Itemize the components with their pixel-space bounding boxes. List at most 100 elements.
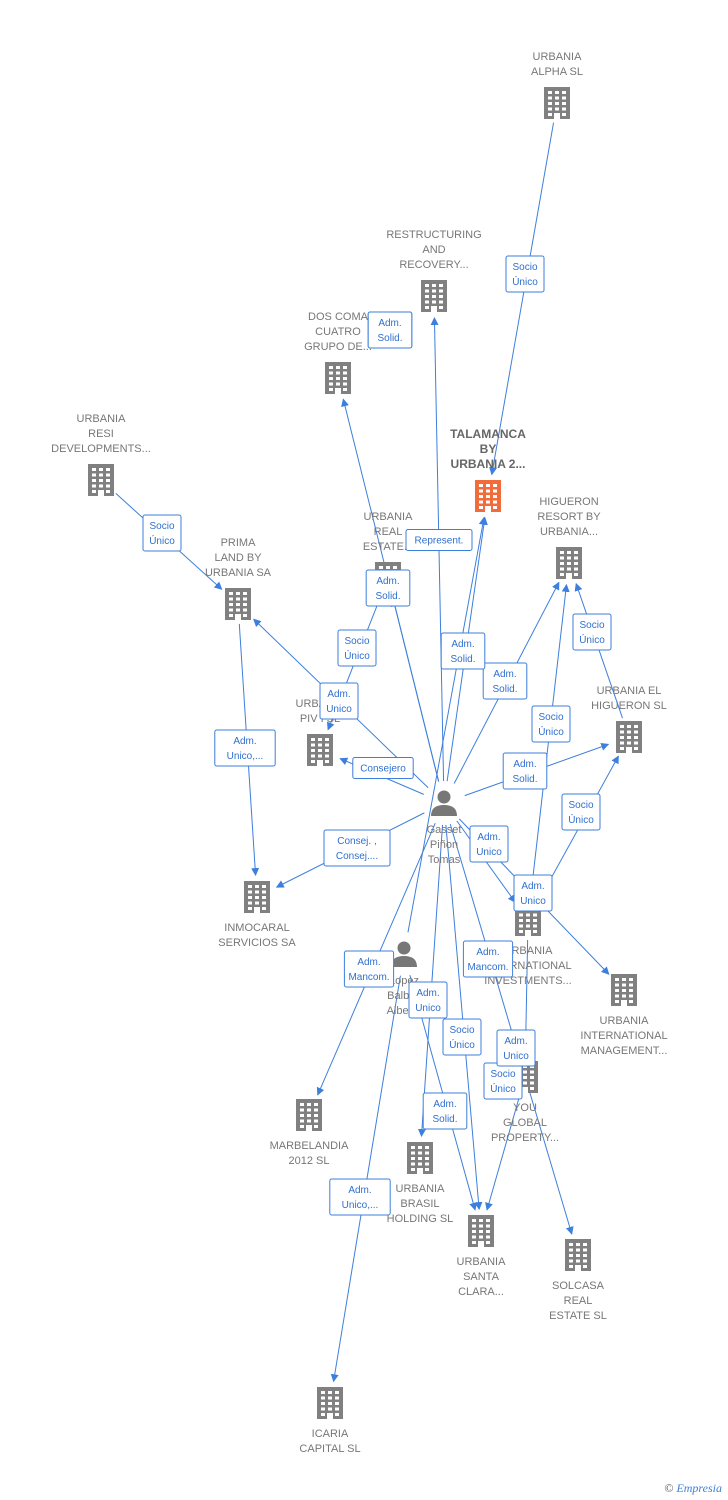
node-label: ESTATE... [363,541,413,553]
building-icon [556,547,582,579]
edge-label[interactable]: Adm.Unico [496,1029,536,1067]
node-santaclara[interactable]: URBANIASANTACLARA... [457,1215,507,1298]
node-label: DEVELOPMENTS... [51,443,151,455]
edge-label-box [408,981,448,1019]
node-label: CUATRO [315,326,361,338]
edge-label-box [505,255,545,293]
edge-label-text: Único [512,275,538,288]
node-label: URBANIA... [540,526,598,538]
building-icon [244,881,270,913]
edge-label[interactable]: Adm.Solid. [422,1092,468,1130]
edge-label-text: Socio [579,620,604,631]
node-restr[interactable]: RESTRUCTURINGANDRECOVERY... [386,229,482,312]
brand-name: Empresia [676,1481,722,1495]
edge-label-text: Solid. [512,774,537,785]
edge-label[interactable]: Consejero [352,757,414,779]
edge-label-text: Adm. [376,576,399,587]
edge-label-text: Unico,... [227,751,264,762]
edge-label-text: Adm. [233,736,256,747]
edge-label[interactable]: Adm.Solid. [367,311,413,349]
edge-label-text: Adm. [416,988,439,999]
node-label: URBANIA [364,511,414,523]
edge-label-text: Adm. [504,1036,527,1047]
edge-label-text: Consej. , [337,836,376,847]
edge-label-box [337,629,377,667]
edge-label[interactable]: Adm.Unico [319,682,359,720]
edge-label[interactable]: Adm.Unico [513,874,553,912]
edge-label[interactable]: Adm. Unico [469,825,509,863]
edge-label[interactable]: Adm.Solid. [365,569,411,607]
node-label: PRIMA [221,537,257,549]
building-icon [88,464,114,496]
node-label: MARBELANDIA [270,1140,350,1152]
edge-label-box [343,950,395,988]
node-label: URBANIA SA [205,567,272,579]
edge-you-to-santaclara [485,1096,520,1211]
building-icon [296,1099,322,1131]
person-icon [391,941,417,967]
edge-label[interactable]: Adm.Mancom. [462,940,514,978]
edge-label[interactable]: Adm.Unico,... [329,1178,391,1216]
node-label: Piñon [430,839,458,851]
node-label: URBANIA [396,1183,446,1195]
edge-label-text: Único [344,649,370,662]
node-intl_mgmt[interactable]: URBANIAINTERNATIONALMANAGEMENT... [580,974,668,1057]
edge-label[interactable]: Adm.Solid. [482,662,528,700]
edge-gasset-to-realestate [391,598,440,782]
node-label: INTERNATIONAL [580,1030,667,1042]
edge-label-text: Adm. [476,947,499,958]
edge-label-text: Adm. [493,669,516,680]
node-label: GLOBAL [503,1117,547,1129]
building-icon [421,280,447,312]
footer-brand[interactable]: ©Empresia [664,1481,722,1496]
edge-label-text: Único [538,725,564,738]
edge-label-text: Solid. [432,1114,457,1125]
node-resi[interactable]: URBANIARESIDEVELOPMENTS... [51,413,151,496]
node-label: ICARIA [312,1428,349,1440]
building-icon [611,974,637,1006]
edge-label-text: Unico [476,847,502,858]
node-label: URBANIA 2... [451,457,526,471]
edge-label-text: Adm. [348,1185,371,1196]
node-label: YOU [513,1102,537,1114]
edge-label-box [405,529,473,551]
node-label: SANTA [463,1271,500,1283]
edge-label-box [531,705,571,743]
building-icon [616,721,642,753]
edge-label[interactable]: Adm.Solid. [440,632,486,670]
edge-label-box [513,874,553,912]
edge-label-box [329,1178,391,1216]
edge-label-text: Represent. [415,536,464,547]
edge-label[interactable]: Represent. [405,529,473,551]
edge-label-text: Adm. [513,759,536,770]
edge-label[interactable]: Consej. ,Consej.... [323,829,391,867]
building-icon [468,1215,494,1247]
edge-label[interactable]: Adm. Unico,... [214,729,276,767]
edge-label-box [319,682,359,720]
edge-label[interactable]: Adm.Unico [408,981,448,1019]
node-label: SERVICIOS SA [218,937,296,949]
edge-label-text: Adm. [477,832,500,843]
edge-label[interactable]: Adm.Mancom. [343,950,395,988]
edge-label[interactable]: Adm. Solid. [502,752,548,790]
